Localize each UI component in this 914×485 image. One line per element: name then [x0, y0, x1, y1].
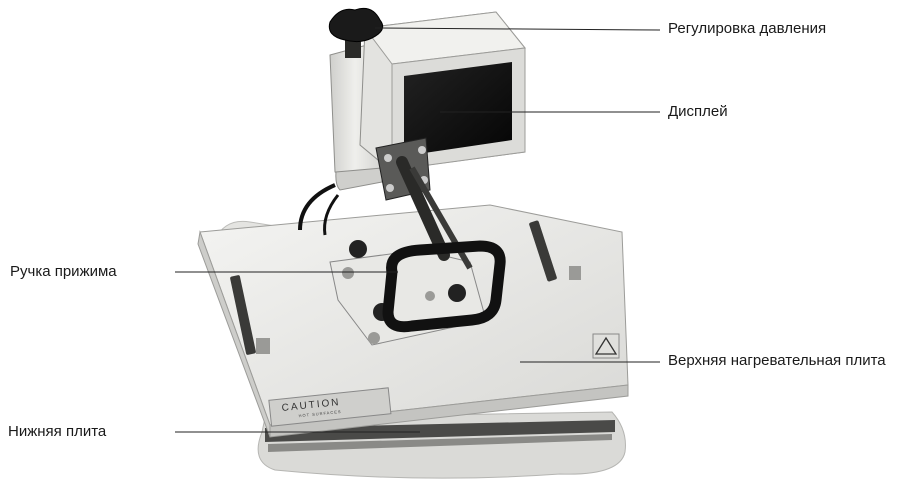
label-pressure-adjust: Регулировка давления — [668, 18, 826, 39]
label-upper-heat-plate: Верхняя нагревательная плита — [668, 350, 913, 371]
label-display: Дисплей — [668, 101, 728, 122]
label-lower-plate: Нижняя плита — [8, 421, 106, 442]
label-press-handle: Ручка прижима — [10, 261, 117, 282]
